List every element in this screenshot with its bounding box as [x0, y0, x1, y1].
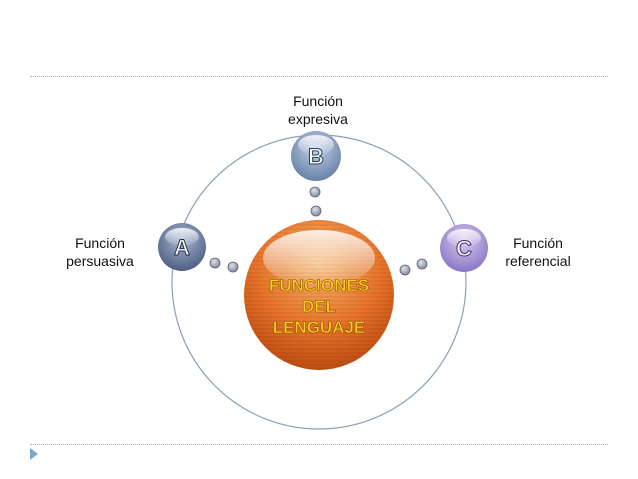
- node-a-letter: A: [174, 235, 190, 260]
- node-c: C: [440, 224, 488, 272]
- node-b: B: [291, 131, 341, 181]
- label-expresiva-line1: Función: [293, 93, 343, 109]
- node-a: A: [158, 223, 206, 271]
- label-referencial: Función referencial: [490, 234, 586, 270]
- connector-dot: [416, 258, 428, 270]
- center-title-line3: LENGUAJE: [273, 318, 366, 337]
- center-sphere: FUNCIONES DEL LENGUAJE: [244, 220, 394, 370]
- connector-dot: [309, 186, 321, 198]
- center-title-line2: DEL: [302, 297, 336, 316]
- label-persuasiva-line1: Función: [75, 235, 125, 251]
- label-persuasiva-line2: persuasiva: [66, 253, 134, 269]
- bottom-divider: [30, 444, 608, 445]
- center-title-line1: FUNCIONES: [269, 276, 369, 295]
- label-expresiva: Función expresiva: [266, 92, 370, 128]
- label-referencial-line2: referencial: [505, 253, 571, 269]
- connector-dots-right: [399, 258, 428, 276]
- connector-dot: [399, 264, 411, 276]
- connector-dots-left: [209, 257, 239, 273]
- label-expresiva-line2: expresiva: [288, 111, 348, 127]
- connector-dot: [209, 257, 221, 269]
- connector-dot: [310, 205, 322, 217]
- label-referencial-line1: Función: [513, 235, 563, 251]
- bullet-arrow-icon: [30, 448, 38, 460]
- connector-dots-top: [309, 186, 322, 217]
- node-b-letter: B: [308, 144, 324, 169]
- connector-dot: [227, 261, 239, 273]
- label-persuasiva: Función persuasiva: [56, 234, 144, 270]
- top-divider: [30, 76, 608, 77]
- node-c-letter: C: [456, 236, 472, 261]
